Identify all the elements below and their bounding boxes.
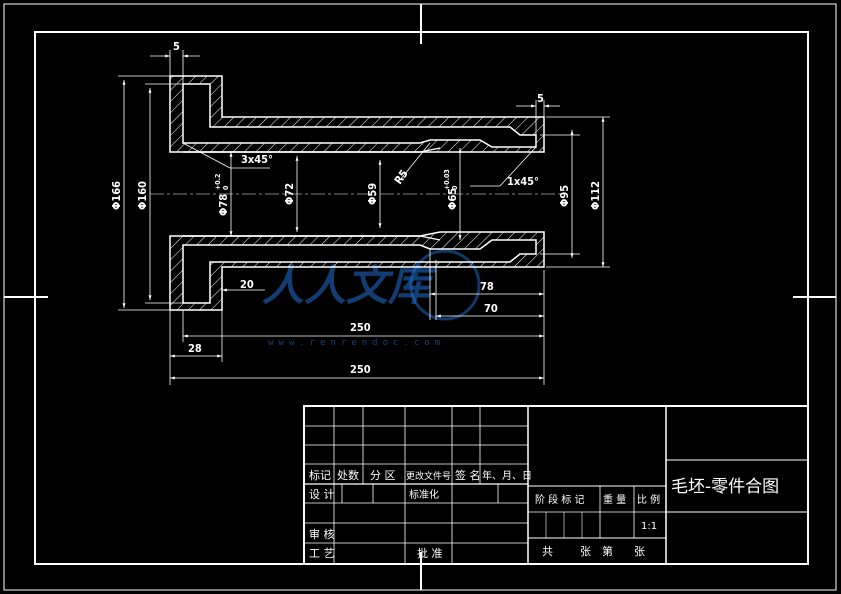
tb-header-3: 更改文件号 bbox=[406, 470, 451, 482]
tb-sheet-3: 张 bbox=[634, 545, 645, 558]
watermark-text: 人人文库 bbox=[262, 261, 437, 310]
tb-header-5: 年、月、日 bbox=[482, 469, 532, 482]
dimension-lines bbox=[118, 50, 610, 385]
tb-review: 审 核 bbox=[309, 527, 335, 541]
tb-sheet-0: 共 bbox=[542, 545, 553, 558]
tb-sheet-1: 张 bbox=[580, 545, 591, 558]
dim-d65-tol-lower: 0 bbox=[451, 185, 459, 190]
tb-design: 设 计 bbox=[309, 488, 335, 501]
title-block bbox=[303, 405, 809, 565]
tb-scale-value: 1:1 bbox=[641, 521, 657, 532]
watermark: 人人文库 www.renrendoc.com bbox=[262, 249, 481, 348]
dim-len-78: 78 bbox=[480, 280, 494, 293]
dim-len-28: 28 bbox=[188, 342, 202, 355]
dim-len-70: 70 bbox=[484, 302, 498, 315]
tb-header-4: 签 名 bbox=[455, 468, 481, 482]
dim-len-250-inner: 250 bbox=[350, 321, 371, 334]
drawing-title: 毛坯-零件合图 bbox=[671, 477, 779, 497]
dim-len-20: 20 bbox=[240, 278, 254, 291]
dim-chamfer-left: 3x45° bbox=[241, 153, 273, 166]
tb-header-0: 标记 bbox=[309, 468, 331, 482]
dim-d65: Φ65 bbox=[446, 188, 459, 210]
tb-approve: 批 准 bbox=[417, 546, 443, 560]
dim-d72: Φ72 bbox=[283, 183, 296, 205]
dim-d166: Φ166 bbox=[110, 181, 123, 210]
tb-header-2: 分 区 bbox=[370, 469, 396, 482]
tb-weight: 重 量 bbox=[603, 493, 626, 506]
tb-sheet-2: 第 bbox=[602, 544, 613, 558]
dim-top-left-5: 5 bbox=[173, 40, 180, 53]
dim-d65-tol-upper: +0.03 bbox=[443, 169, 451, 190]
dim-d59: Φ59 bbox=[366, 183, 379, 205]
tb-scale-label: 比 例 bbox=[637, 493, 660, 506]
dim-d78-tol-lower: 0 bbox=[222, 185, 230, 190]
title-block-text: 标记 处数 分 区 更改文件号 签 名 年、月、日 设 计 标准化 审 核 工 … bbox=[309, 468, 779, 560]
tb-stage-mark: 阶 段 标 记 bbox=[535, 493, 585, 506]
watermark-url: www.renrendoc.com bbox=[268, 338, 445, 348]
tb-standardization: 标准化 bbox=[409, 488, 439, 501]
tb-header-1: 处数 bbox=[337, 469, 359, 482]
dim-d78-tol-upper: +0.2 bbox=[214, 174, 222, 190]
dim-d160: Φ160 bbox=[136, 181, 149, 210]
dim-d78: Φ78 bbox=[217, 194, 230, 216]
wall-top bbox=[169, 75, 545, 153]
dim-len-250-outer: 250 bbox=[350, 363, 371, 376]
dim-top-right-5: 5 bbox=[537, 92, 544, 105]
tb-process: 工 艺 bbox=[309, 547, 335, 560]
dim-d112: Φ112 bbox=[589, 181, 602, 210]
dim-d95: Φ95 bbox=[558, 185, 571, 207]
dimension-texts: 5 5 3x45° 1x45° Φ166 Φ160 Φ78 +0.2 0 Φ72… bbox=[110, 40, 602, 376]
dim-chamfer-right: 1x45° bbox=[507, 175, 539, 188]
